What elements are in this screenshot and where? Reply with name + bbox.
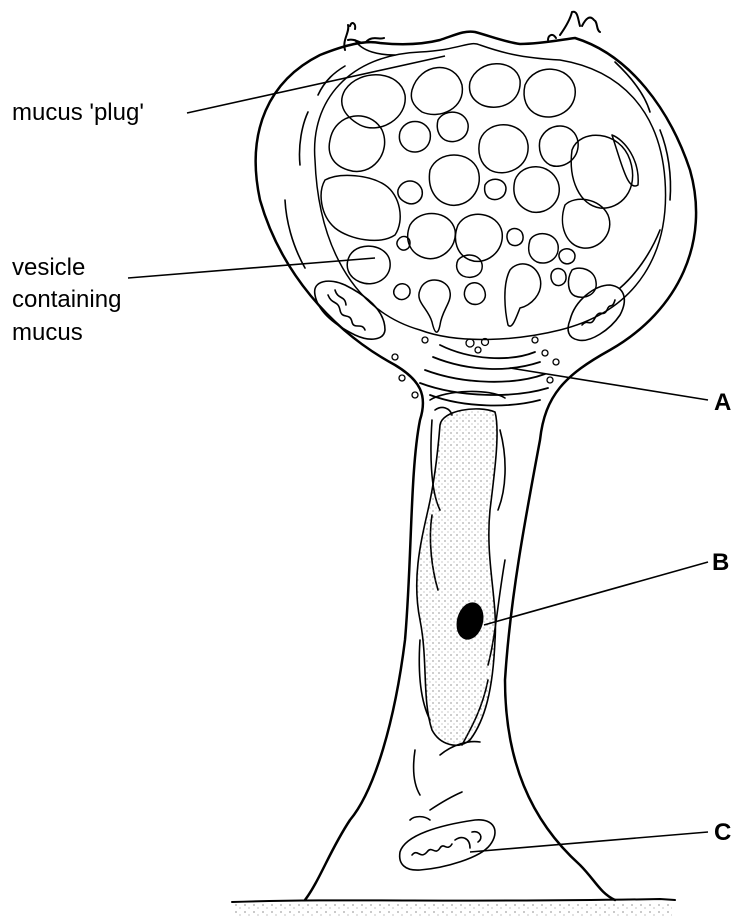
label-b: B	[712, 548, 729, 578]
microvilli-right	[548, 12, 600, 40]
label-vesicle-line1: vesicle	[12, 253, 85, 283]
label-c: C	[714, 818, 731, 848]
mitochondrion-left	[315, 281, 385, 339]
label-a: A	[714, 388, 731, 418]
basement-stipple	[232, 904, 672, 916]
er-cisternae	[285, 40, 671, 288]
mitochondrion-right	[568, 285, 624, 340]
mucus-mass	[315, 44, 666, 340]
leader-c	[470, 832, 708, 852]
label-vesicle-line2: containing	[12, 285, 121, 315]
mitochondrion-base	[400, 820, 495, 870]
leader-vesicle	[128, 258, 375, 278]
leader-mucus-plug	[187, 56, 445, 113]
label-vesicle-line3: mucus	[12, 318, 83, 348]
nucleus-envelope	[417, 409, 497, 745]
leader-a	[510, 368, 708, 400]
label-mucus-plug: mucus 'plug'	[12, 98, 144, 128]
basement-membrane	[232, 899, 675, 902]
